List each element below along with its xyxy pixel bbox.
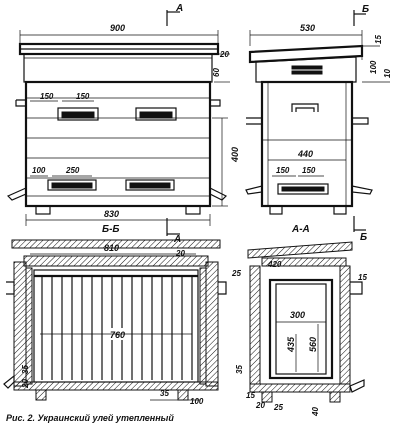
dim-aa-25: 25 — [231, 269, 241, 278]
dim-roof-20: 20 — [219, 50, 229, 59]
dim-bb-20b: 20 — [21, 379, 30, 389]
front-view: 900 А 20 60 150 150 — [6, 3, 240, 245]
dim-side-10: 10 — [383, 69, 392, 78]
dim-front-lower-width: 830 — [104, 209, 119, 219]
dim-aa-15b: 15 — [246, 391, 255, 400]
dim-aa-40: 40 — [311, 407, 320, 417]
side-view: 530 Б 15 100 10 440 150 150 — [245, 4, 392, 243]
dim-bb-35a: 35 — [21, 365, 30, 374]
section-bb-view: 810 20 — [3, 239, 227, 406]
section-bb-mark: Б-Б — [102, 224, 120, 235]
dim-bb-810: 810 — [104, 243, 119, 253]
dim-front-width: 900 — [110, 23, 125, 33]
section-aa-view: А-А 420 25 15 300 435 560 35 15 20 25 40 — [231, 224, 367, 417]
dim-bb-760: 760 — [110, 330, 125, 340]
dim-side-150a: 150 — [276, 166, 290, 175]
dim-aa-20: 20 — [255, 401, 265, 410]
dim-bb-20: 20 — [175, 249, 185, 258]
dim-aa-35: 35 — [235, 365, 244, 374]
dim-roof-60: 60 — [212, 68, 221, 77]
section-marker-a-top: А — [175, 3, 183, 14]
dim-entrance-150a: 150 — [40, 92, 54, 101]
dim-side-15: 15 — [374, 35, 383, 44]
section-aa-mark: А-А — [291, 224, 310, 235]
section-marker-b-top: Б — [362, 4, 369, 15]
dim-aa-25b: 25 — [273, 403, 283, 412]
dim-side-150b: 150 — [302, 166, 316, 175]
dim-aa-15a: 15 — [358, 273, 367, 282]
dim-aa-435: 435 — [286, 336, 296, 353]
dim-aa-560: 560 — [308, 337, 318, 352]
dim-entrance-150b: 150 — [76, 92, 90, 101]
dim-aa-300: 300 — [290, 310, 305, 320]
section-marker-b-bottom: Б — [360, 232, 367, 243]
figure-caption: Рис. 2. Украинский улей утепленный — [6, 413, 174, 423]
dim-side-width: 530 — [300, 23, 315, 33]
dim-side-100: 100 — [369, 60, 378, 74]
dim-front-height: 400 — [230, 147, 240, 163]
dim-entrance-100: 100 — [32, 166, 46, 175]
dim-entrance-250: 250 — [65, 166, 80, 175]
dim-side-440: 440 — [297, 149, 313, 159]
dim-bb-100: 100 — [190, 397, 204, 406]
dim-bb-35b: 35 — [160, 389, 169, 398]
